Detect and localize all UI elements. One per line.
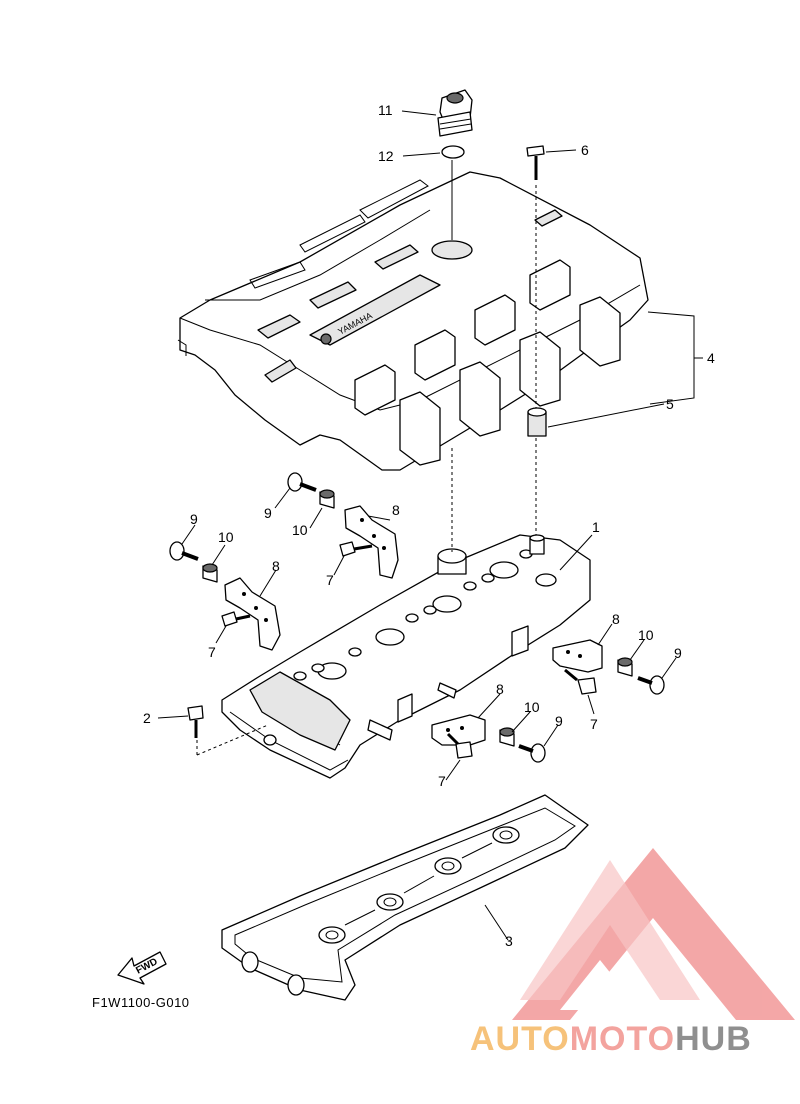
collar-10-d bbox=[499, 727, 515, 747]
bolt-7-c bbox=[564, 668, 597, 695]
callout-10-d: 10 bbox=[524, 699, 540, 715]
bracket-8-lower-left bbox=[224, 577, 281, 651]
grommet-5 bbox=[527, 407, 547, 437]
callout-numbers: 11 12 6 4 5 1 2 3 8 8 8 8 7 7 7 7 9 9 9 … bbox=[143, 102, 715, 949]
callout-5: 5 bbox=[666, 396, 674, 412]
callout-9-b: 9 bbox=[190, 511, 198, 527]
engine-cover: YAMAHA bbox=[177, 171, 649, 471]
fwd-arrow-icon: FWD bbox=[117, 951, 167, 985]
bolt-9-b bbox=[169, 541, 199, 561]
watermark-part-auto: AUTO bbox=[470, 1020, 570, 1058]
callout-11: 11 bbox=[378, 102, 393, 118]
callout-8-a: 8 bbox=[392, 502, 400, 518]
watermark-logo bbox=[512, 848, 795, 1020]
callout-8-b: 8 bbox=[272, 558, 280, 574]
callout-7-b: 7 bbox=[208, 644, 216, 660]
collar-10-a bbox=[319, 489, 335, 509]
leader-lines bbox=[157, 110, 703, 941]
callout-8-c: 8 bbox=[612, 611, 620, 627]
collar-10-c bbox=[617, 657, 633, 677]
callout-8-d: 8 bbox=[496, 681, 504, 697]
callout-1: 1 bbox=[592, 519, 600, 535]
bolt-2 bbox=[187, 705, 204, 738]
bolt-9-d bbox=[518, 743, 546, 763]
callout-4: 4 bbox=[707, 350, 715, 366]
callout-7-c: 7 bbox=[590, 716, 598, 732]
bolt-9-a bbox=[287, 472, 317, 492]
bracket-8-right bbox=[552, 639, 603, 673]
callout-3: 3 bbox=[505, 933, 513, 949]
callout-7-d: 7 bbox=[438, 773, 446, 789]
bolt-9-c bbox=[637, 675, 665, 695]
collar-10-b bbox=[202, 563, 218, 583]
head-cover-gasket bbox=[221, 794, 589, 1001]
watermark-text: AUTOMOTOHUB bbox=[470, 1020, 752, 1059]
bolt-7-b bbox=[221, 611, 251, 627]
callout-9-d: 9 bbox=[555, 713, 563, 729]
bolt-7-d bbox=[446, 732, 473, 759]
diagram-code: F1W1100-G010 bbox=[92, 995, 190, 1010]
callout-6: 6 bbox=[581, 142, 589, 158]
oil-filler-cap bbox=[437, 89, 473, 137]
callout-7-a: 7 bbox=[326, 572, 334, 588]
callout-10-c: 10 bbox=[638, 627, 654, 643]
cylinder-head-cover bbox=[221, 534, 591, 779]
callout-10-b: 10 bbox=[218, 529, 234, 545]
o-ring bbox=[441, 145, 465, 159]
bracket-8-upper-left bbox=[344, 505, 399, 579]
watermark-part-moto: MOTO bbox=[569, 1020, 676, 1058]
callout-9-a: 9 bbox=[264, 505, 272, 521]
callout-9-c: 9 bbox=[674, 645, 682, 661]
watermark-part-hub: HUB bbox=[675, 1020, 752, 1058]
callout-2: 2 bbox=[143, 710, 151, 726]
bolt-6 bbox=[526, 145, 545, 180]
callout-10-a: 10 bbox=[292, 522, 308, 538]
alignment-lines bbox=[196, 160, 537, 756]
callout-12: 12 bbox=[378, 148, 394, 164]
bracket-8-lower-right bbox=[431, 714, 486, 746]
bolt-7-a bbox=[339, 541, 373, 557]
